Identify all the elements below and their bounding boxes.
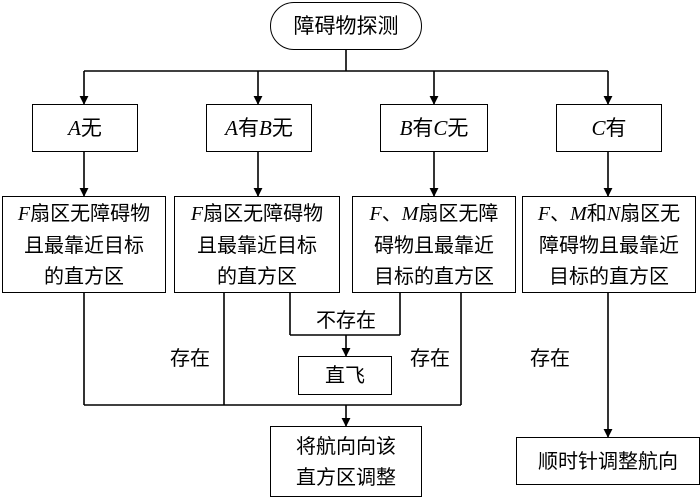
search-1-line-0-part-0: F (190, 202, 204, 225)
adjust-heading-node: 将航向向该 直方区调整 (270, 426, 422, 497)
condition-label: B有C无 (400, 112, 469, 144)
search-1-line-2: 的直方区 (191, 261, 323, 292)
search-3-line-0-part-4: N (606, 202, 621, 225)
search-1-line-0: F扇区无障碍物 (191, 198, 323, 230)
search-3-line-0-part-2: M (570, 202, 587, 225)
search-3-line-0-part-5: 扇区无 (620, 200, 681, 225)
search-0-line-0-part-1: 扇区无障碍物 (30, 200, 151, 225)
adjust-heading-line-1: 将航向向该 (296, 433, 396, 458)
condition-c-yes: C有 (556, 104, 662, 152)
condition-label: C有 (591, 112, 626, 144)
condition-1-part-2: B (259, 116, 272, 140)
condition-label: A有B无 (225, 112, 293, 144)
search-1-line-0-part-1: 扇区无障碍物 (203, 200, 324, 225)
search-3-line-0-part-0: F (537, 202, 551, 225)
search-f-sector-2: F扇区无障碍物且最靠近目标的直方区 (174, 196, 340, 293)
search-3-line-2: 目标的直方区 (538, 261, 680, 292)
condition-1-part-3: 无 (271, 116, 293, 140)
clockwise-adjust-label: 顺时针调整航向 (538, 448, 678, 473)
search-label: F扇区无障碍物且最靠近目标的直方区 (191, 198, 323, 292)
edge-label-not-exist: 不存在 (316, 308, 376, 332)
condition-2-part-1: 有 (412, 116, 434, 140)
search-0-line-0-part-0: F (17, 202, 31, 225)
search-f-sector-1: F扇区无障碍物且最靠近目标的直方区 (2, 196, 166, 293)
search-0-line-0: F扇区无障碍物 (18, 198, 150, 230)
search-3-line-0: F、M和N扇区无 (538, 198, 680, 230)
condition-2-part-0: B (399, 116, 413, 140)
condition-2-part-3: 无 (447, 116, 469, 140)
search-2-line-0-part-3: 扇区无障 (418, 200, 499, 225)
fly-straight-label: 直飞 (325, 363, 365, 387)
search-0-line-1-part-0: 且最靠近目标 (24, 232, 144, 257)
condition-label: A无 (68, 112, 102, 144)
search-fmn-sectors: F、M和N扇区无障碍物且最靠近目标的直方区 (522, 196, 696, 293)
condition-3-part-0: C (591, 116, 606, 140)
search-3-line-0-part-1: 、 (550, 200, 571, 225)
search-2-line-0-part-2: M (401, 202, 419, 225)
clockwise-adjust-node: 顺时针调整航向 (516, 437, 700, 485)
condition-2-part-2: C (433, 116, 448, 140)
search-label: F扇区无障碍物且最靠近目标的直方区 (18, 198, 150, 292)
condition-a-yes-b-none: A有B无 (206, 104, 312, 152)
condition-3-part-1: 有 (605, 116, 627, 140)
search-1-line-1: 且最靠近目标 (191, 230, 323, 261)
search-2-line-2: 目标的直方区 (370, 261, 499, 292)
search-3-line-0-part-3: 和 (586, 200, 607, 225)
edge-label-exist-right: 存在 (410, 346, 450, 370)
edge-label-exist-far: 存在 (530, 346, 570, 370)
search-3-line-1: 障碍物且最靠近 (538, 230, 680, 261)
condition-0-part-1: 无 (80, 116, 102, 140)
start-label: 障碍物探测 (293, 14, 399, 38)
search-2-line-0-part-0: F (369, 202, 382, 225)
search-0-line-2-part-0: 的直方区 (44, 263, 124, 288)
search-3-line-1-part-0: 障碍物且最靠近 (538, 232, 679, 257)
condition-1-part-1: 有 (238, 116, 259, 140)
fly-straight-node: 直飞 (298, 356, 392, 395)
search-0-line-2: 的直方区 (18, 261, 150, 292)
search-2-line-1: 碍物且最靠近 (370, 230, 499, 261)
condition-1-part-0: A (225, 116, 238, 140)
search-3-line-2-part-0: 目标的直方区 (548, 263, 669, 288)
condition-b-yes-c-none: B有C无 (380, 104, 488, 152)
search-label: F、M和N扇区无障碍物且最靠近目标的直方区 (538, 198, 680, 292)
search-fm-sectors: F、M扇区无障碍物且最靠近目标的直方区 (352, 196, 516, 293)
search-2-line-2-part-0: 目标的直方区 (373, 263, 494, 288)
search-2-line-0-part-1: 、 (381, 200, 402, 225)
search-1-line-2-part-0: 的直方区 (217, 263, 297, 288)
search-2-line-0: F、M扇区无障 (370, 198, 499, 230)
condition-0-part-0: A (68, 116, 81, 140)
search-label: F、M扇区无障碍物且最靠近目标的直方区 (370, 198, 499, 292)
search-1-line-1-part-0: 且最靠近目标 (197, 232, 317, 257)
adjust-heading-line-2: 直方区调整 (296, 464, 396, 489)
edge-label-exist-left: 存在 (170, 346, 210, 370)
search-2-line-1-part-0: 碍物且最靠近 (373, 232, 494, 257)
start-node: 障碍物探测 (270, 2, 422, 50)
search-0-line-1: 且最靠近目标 (18, 230, 150, 261)
condition-a-none: A无 (32, 104, 138, 152)
